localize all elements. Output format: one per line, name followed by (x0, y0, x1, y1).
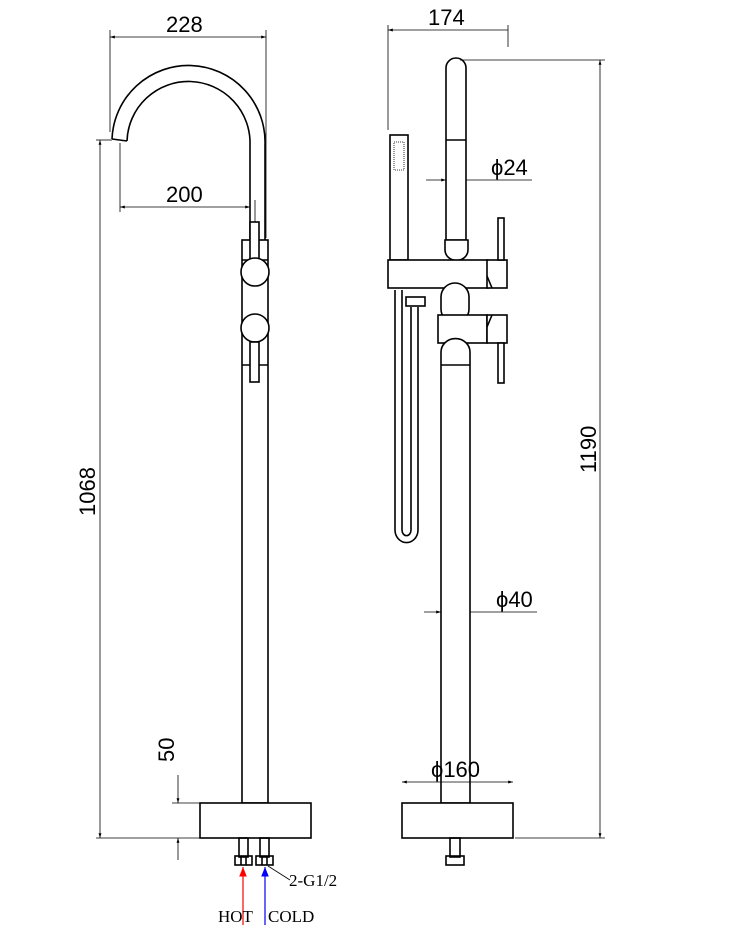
dim-spout-dia: ϕ24 (491, 155, 528, 180)
nut-hot (234, 855, 253, 866)
front-view: HOT COLD 2-G1/2 228 200 1068 50 (75, 12, 337, 926)
thread-leader-line (267, 865, 291, 881)
inlet-pipe-hot (238, 837, 249, 858)
dim-base-height: 50 (154, 738, 179, 762)
mixer-body (387, 259, 489, 289)
handle-lower (486, 314, 508, 344)
hot-label: HOT (218, 907, 254, 926)
handle-upper (486, 259, 508, 289)
dim-spout-reach: 200 (166, 182, 203, 207)
dim-total-height: 1190 (576, 426, 601, 473)
handle-ball-upper (240, 257, 270, 287)
inlet-pipe-cold (259, 837, 270, 858)
shower-head-holes (393, 141, 405, 171)
lever-top (249, 221, 260, 263)
mixer-lower (437, 314, 488, 344)
spout-tube (445, 57, 467, 241)
handle-ball-lower (240, 313, 270, 343)
side-view: 174 ϕ24 1190 ϕ40 ϕ160 (387, 5, 605, 866)
base (199, 802, 312, 839)
lever-lower (497, 342, 505, 384)
hand-shower (389, 134, 409, 261)
hose (394, 290, 419, 544)
dim-base-dia: ϕ160 (431, 757, 480, 782)
nut-cold (255, 855, 274, 866)
side-inlet-pipe (449, 837, 461, 858)
lever-bottom (249, 341, 260, 383)
handle-slash (486, 275, 493, 289)
dim-spout-width: 228 (166, 12, 203, 37)
side-base (401, 802, 514, 839)
spout (111, 64, 266, 240)
cold-label: COLD (268, 907, 314, 926)
side-nut (445, 855, 465, 866)
dim-pipe-dia: ϕ40 (496, 587, 533, 612)
riser-pipe (440, 337, 471, 804)
handle-slash (486, 314, 493, 328)
hose-nut (405, 296, 426, 307)
dim-spout-height: 1068 (75, 467, 100, 516)
lever-upper (497, 217, 505, 261)
thread-label: 2-G1/2 (289, 871, 337, 890)
dim-depth: 174 (428, 5, 465, 30)
collar (444, 239, 469, 262)
